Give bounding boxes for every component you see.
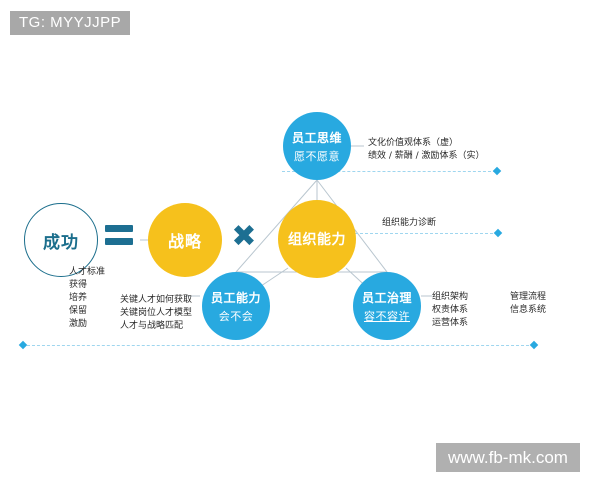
- dashed-guide-middle: [350, 233, 498, 234]
- equals-symbol: [105, 225, 133, 247]
- guide-marker-middle: [493, 228, 503, 238]
- annotation-line: 人才与战略匹配: [120, 321, 184, 331]
- node-organizational-capability-label: 组织能力: [288, 232, 346, 248]
- node-success[interactable]: 成功: [24, 203, 98, 277]
- node-employee-ability-title: 员工能力: [210, 290, 261, 305]
- annotation-talent-detail: 关键人才如何获取 关键岗位人才模型 人才与战略匹配: [120, 294, 192, 333]
- annotation-line: 信息系统: [510, 305, 547, 315]
- guide-marker-bottom-right: [529, 340, 539, 350]
- annotation-line: 绩效 / 薪酬 / 激励体系（实）: [368, 151, 485, 161]
- dashed-guide-bottom: [22, 345, 534, 346]
- node-organizational-capability[interactable]: 组织能力: [278, 200, 356, 278]
- annotation-culture-system: 文化价值观体系（虚） 绩效 / 薪酬 / 激励体系（实）: [368, 137, 485, 163]
- node-employee-mindset-subtitle: 愿不愿意: [294, 149, 340, 163]
- site-watermark: www.fb-mk.com: [436, 443, 580, 472]
- annotation-line: 保留: [69, 306, 88, 316]
- annotation-line: 运营体系: [432, 318, 469, 328]
- dashed-guide-top: [282, 171, 496, 172]
- annotation-talent-basics: 人才标准 获得 培养 保留 激励: [69, 266, 105, 331]
- node-employee-governance-title: 员工治理: [361, 290, 412, 305]
- annotation-line: 激励: [69, 319, 88, 329]
- annotation-line: 获得: [69, 280, 88, 290]
- node-strategy[interactable]: 战略: [148, 203, 222, 277]
- annotation-line: 组织能力诊断: [382, 218, 437, 228]
- guide-marker-top: [492, 166, 502, 176]
- annotation-org-structure: 组织架构 权责体系 运营体系: [432, 291, 468, 330]
- node-strategy-label: 战略: [167, 232, 202, 251]
- annotation-line: 关键人才如何获取: [120, 295, 193, 305]
- annotation-line: 关键岗位人才模型: [120, 308, 193, 318]
- annotation-line: 权责体系: [432, 305, 469, 315]
- annotation-org-process: 管理流程 信息系统: [510, 291, 546, 317]
- node-employee-ability-subtitle: 会不会: [218, 309, 254, 323]
- node-employee-mindset[interactable]: 员工思维 愿不愿意: [283, 112, 351, 180]
- node-employee-mindset-title: 员工思维: [291, 130, 342, 145]
- node-employee-governance[interactable]: 员工治理 容不容许: [353, 272, 421, 340]
- annotation-line: 组织架构: [432, 292, 469, 302]
- node-employee-governance-subtitle: 容不容许: [364, 309, 410, 323]
- multiply-symbol: ✖: [231, 219, 257, 254]
- annotation-line: 文化价值观体系（虚）: [368, 138, 459, 148]
- annotation-capability-diagnosis: 组织能力诊断: [382, 217, 436, 230]
- annotation-line: 管理流程: [510, 292, 547, 302]
- guide-marker-bottom-left: [18, 340, 28, 350]
- tg-watermark: TG: MYYJJPP: [10, 11, 131, 35]
- annotation-line: 培养: [69, 293, 88, 303]
- annotation-line: 人才标准: [69, 267, 106, 277]
- node-success-label: 成功: [43, 232, 79, 253]
- node-employee-ability[interactable]: 员工能力 会不会: [202, 272, 270, 340]
